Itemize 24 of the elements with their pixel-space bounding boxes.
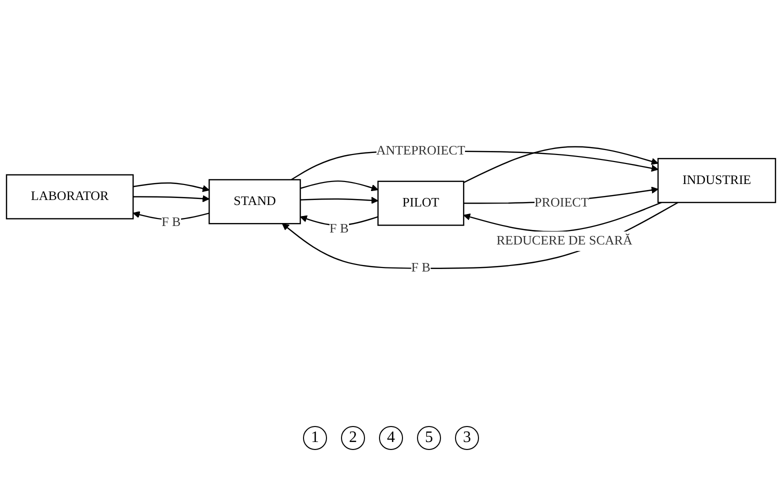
node-box: LABORATOR	[6, 174, 134, 220]
circled-number: 3	[455, 426, 479, 450]
circled-number: 2	[341, 426, 365, 450]
edge-label: REDUCERE DE SCARĂ	[496, 234, 632, 248]
arrow	[463, 146, 658, 184]
edge-label: F B	[162, 216, 181, 230]
arrow	[133, 182, 210, 192]
arrow	[132, 211, 210, 221]
arrow	[282, 202, 678, 270]
circled-number: 5	[417, 426, 441, 450]
arrow	[300, 197, 378, 204]
arrow	[463, 202, 662, 232]
edge-label: F B	[411, 261, 430, 276]
node-box: INDUSTRIE	[657, 158, 776, 204]
edge-label: F B	[329, 222, 349, 236]
node-box: STAND	[208, 179, 301, 224]
edge-label: ANTEPROIECT	[376, 144, 466, 158]
edge-label: PROIECT	[534, 196, 589, 210]
arrow	[133, 195, 210, 202]
circled-number: 4	[379, 426, 403, 450]
arrow	[300, 216, 378, 226]
node-box: PILOT	[377, 180, 464, 226]
circled-number: 1	[303, 426, 327, 450]
arrow	[300, 180, 378, 192]
